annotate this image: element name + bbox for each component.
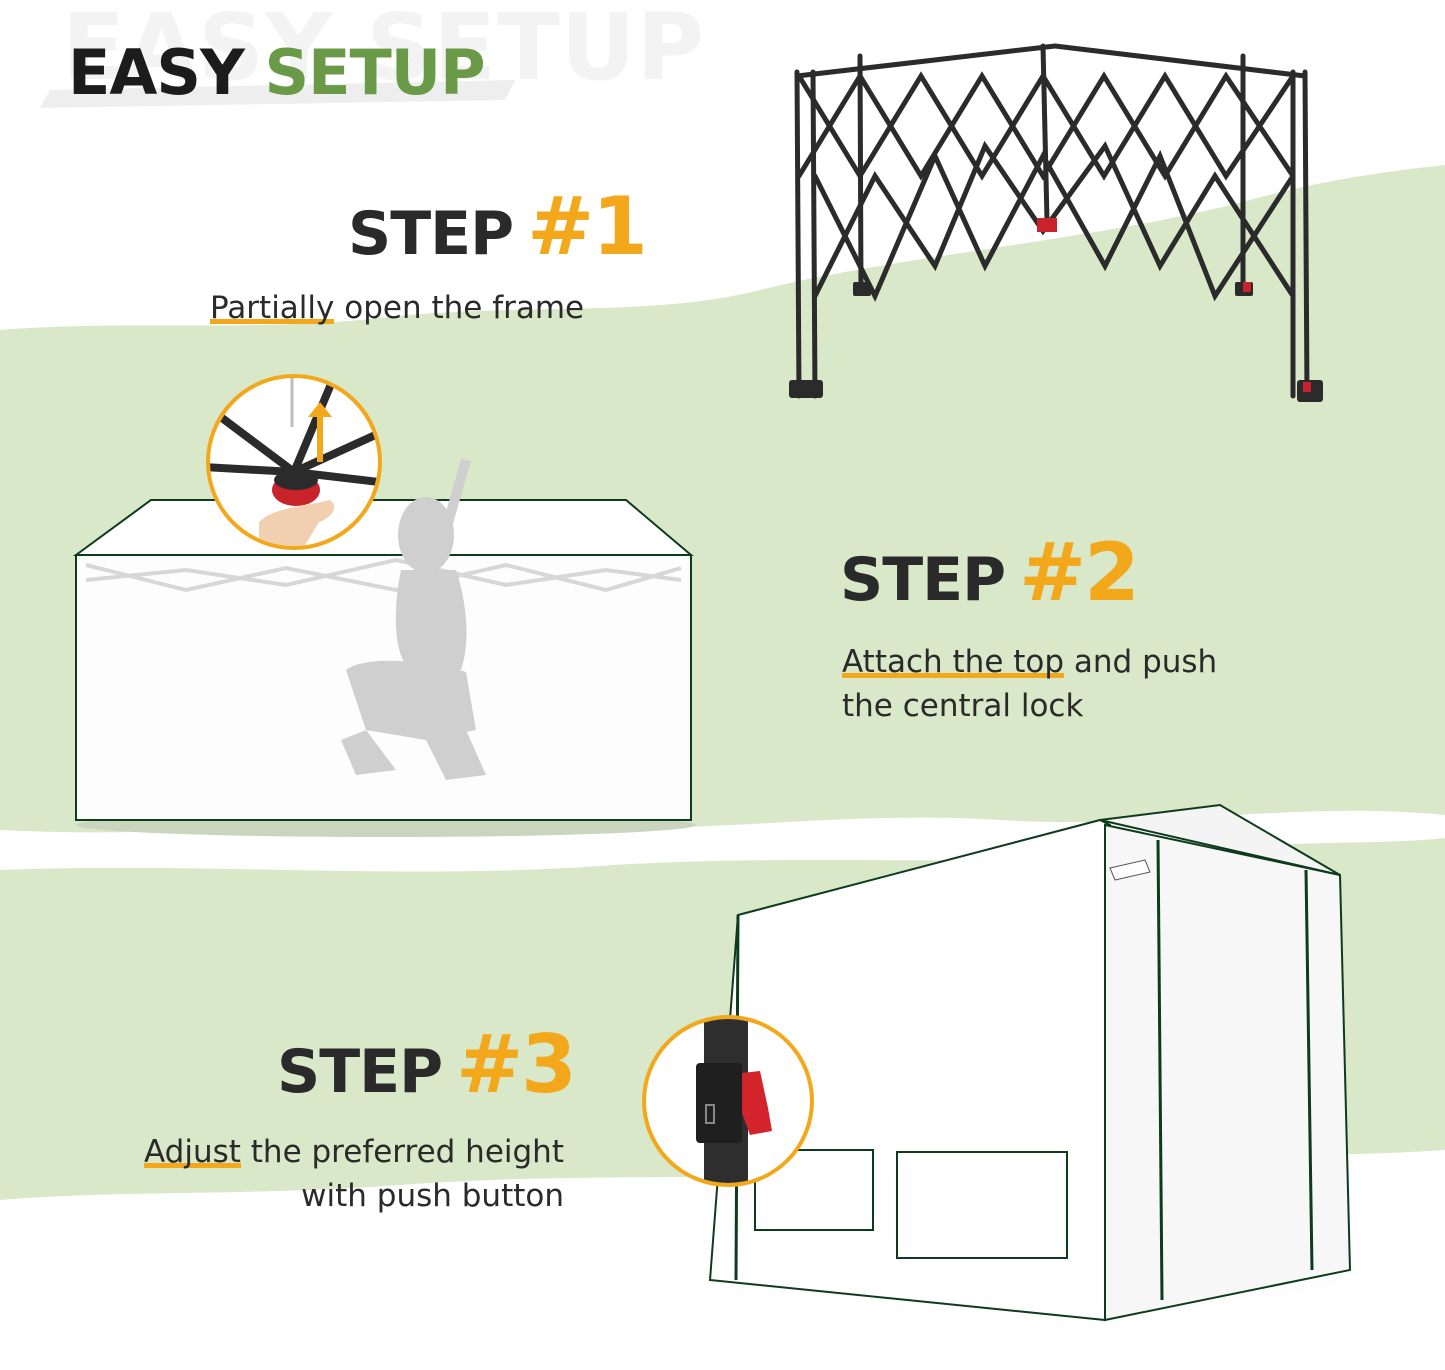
step-2-description: Attach the top and push the central lock [842, 640, 1217, 728]
page-title: EASY SETUP [68, 36, 486, 109]
step-3-number: #3 [456, 1018, 577, 1111]
greenhouse-finished-icon [708, 803, 1352, 1322]
title-underline-shape [40, 80, 515, 108]
lock-detail-icon [206, 374, 382, 550]
step-2-label: STEP [840, 545, 1006, 615]
step-3-text-line2: with push button [301, 1178, 564, 1214]
button-detail-icon [642, 1015, 814, 1187]
step-3-heading: STEP#3 [277, 1018, 577, 1111]
greenhouse-icon [72, 458, 696, 837]
step-3-description: Adjust the preferred height with push bu… [112, 1130, 564, 1218]
step-1-heading: STEP#1 [348, 180, 648, 273]
step-2-text: and push [1064, 644, 1218, 680]
step-2-number: #2 [1019, 526, 1140, 619]
step-3-text: the preferred height [240, 1134, 564, 1170]
step-2-highlight: Attach the top [842, 644, 1065, 680]
title-word-setup: SETUP [264, 36, 485, 109]
step-1-description: Partially open the frame [210, 286, 584, 330]
step-1-highlight: Partially [210, 290, 335, 326]
arrow-up-icon [308, 402, 332, 462]
step-1-number: #1 [527, 180, 648, 273]
frame-icon [789, 43, 1323, 402]
step-3-label: STEP [277, 1037, 443, 1107]
step-2-heading: STEP#2 [840, 526, 1140, 619]
title-word-easy: EASY [68, 36, 245, 109]
step-1-label: STEP [348, 199, 514, 269]
step-1-text: open the frame [334, 290, 585, 326]
step-3-highlight: Adjust [144, 1134, 241, 1170]
step-2-text-line2: the central lock [842, 688, 1084, 724]
